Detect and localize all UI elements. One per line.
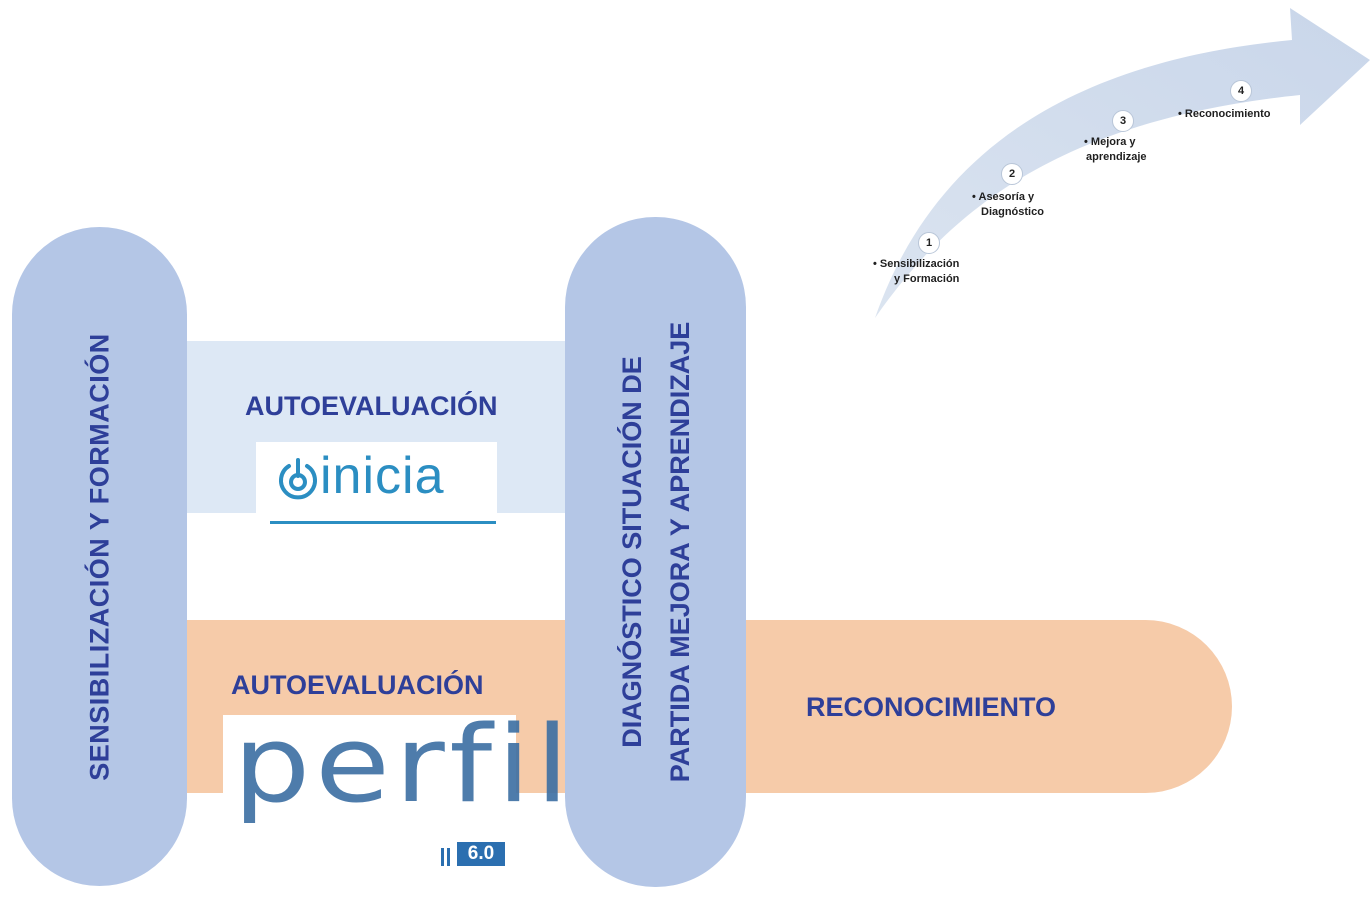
autoevaluacion-top-label: AUTOEVALUACIÓN <box>245 391 498 421</box>
step-3-text: • Mejora y aprendizaje <box>1084 135 1147 165</box>
diagnostico-pill: DIAGNÓSTICO SITUACIÓN DE PARTIDA MEJORA … <box>565 217 746 887</box>
inicia-logo: inicia <box>256 442 497 530</box>
reconocimiento-label: RECONOCIMIENTO <box>806 692 1057 722</box>
autoevaluacion-bottom-label: AUTOEVALUACIÓN <box>231 670 484 700</box>
step-2-number: 2 <box>1001 163 1023 185</box>
perfil-wordmark: perfil <box>233 703 574 826</box>
diagnostico-label-line1: DIAGNÓSTICO SITUACIÓN DE <box>616 356 647 748</box>
step-3-line2: aprendizaje <box>1086 151 1147 163</box>
sensibilizacion-label: SENSIBILIZACIÓN Y FORMACIÓN <box>84 332 114 781</box>
step-2-text: • Asesoría y Diagnóstico <box>972 190 1044 220</box>
step-1-text: • Sensibilización y Formación <box>873 257 959 287</box>
inicia-underline <box>270 521 496 524</box>
perfil-version-badge: 6.0 <box>457 842 505 866</box>
version-bars-icon <box>441 848 450 866</box>
step-2-line1: • Asesoría y <box>972 191 1035 203</box>
step-1-number: 1 <box>918 232 940 254</box>
sensibilizacion-pill: SENSIBILIZACIÓN Y FORMACIÓN <box>12 227 187 886</box>
step-4-line1: • Reconocimiento <box>1178 108 1271 120</box>
step-2-line2: Diagnóstico <box>981 206 1044 218</box>
process-arrow: 1 • Sensibilización y Formación 2 • Ases… <box>860 0 1370 330</box>
step-4-number: 4 <box>1230 80 1252 102</box>
step-1-line2: y Formación <box>894 273 960 285</box>
step-3-line1: • Mejora y <box>1084 136 1136 148</box>
diagnostico-label-line2: PARTIDA MEJORA Y APRENDIZAJE <box>664 321 695 783</box>
perfil-logo: perfil 6.0 <box>223 703 569 869</box>
inicia-wordmark: inicia <box>320 447 445 505</box>
power-icon <box>279 458 317 500</box>
diagnostico-label: DIAGNÓSTICO SITUACIÓN DE PARTIDA MEJORA … <box>608 322 704 783</box>
step-4-text: • Reconocimiento <box>1178 107 1270 122</box>
step-1-line1: • Sensibilización <box>873 258 960 270</box>
step-3-number: 3 <box>1112 110 1134 132</box>
